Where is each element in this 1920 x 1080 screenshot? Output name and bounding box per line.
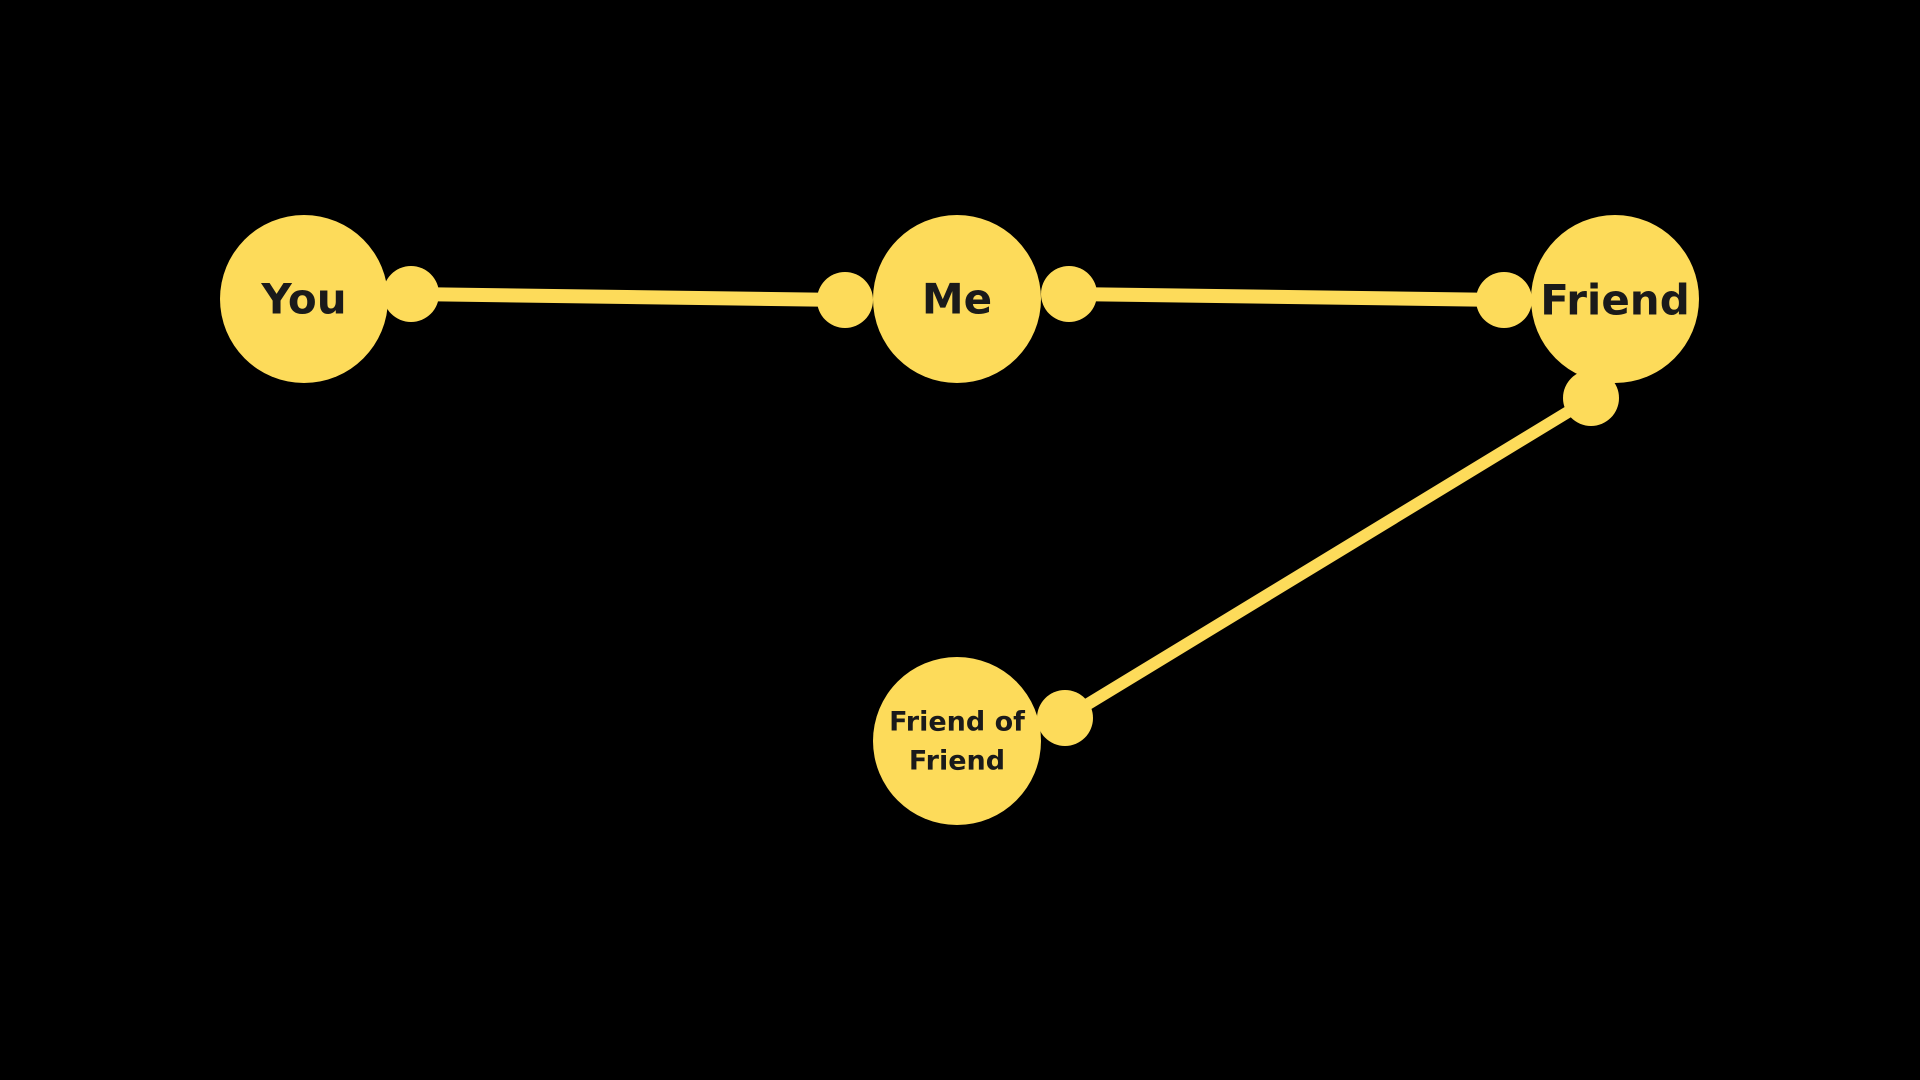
node-circle xyxy=(873,215,1041,383)
node-circle xyxy=(873,657,1041,825)
node-label: You xyxy=(260,275,346,324)
connector-dot-me-left[interactable] xyxy=(817,272,873,328)
node-circle xyxy=(1531,215,1699,383)
edge-me-friend xyxy=(1062,287,1511,307)
node-label-line-2: Friend xyxy=(909,746,1005,777)
node-label: Me xyxy=(922,275,992,324)
connector-dot-you-right[interactable] xyxy=(383,266,439,322)
connector-dot-me-right[interactable] xyxy=(1041,266,1097,322)
node-label: Friend xyxy=(1540,276,1690,325)
node-friend[interactable]: Friend xyxy=(1531,215,1699,383)
node-me[interactable]: Me xyxy=(873,215,1041,383)
node-label-line-1: Friend of xyxy=(889,707,1025,738)
connector-dot-friend-of-friend-right[interactable] xyxy=(1037,690,1093,746)
node-circle xyxy=(220,215,388,383)
edge-you-me xyxy=(404,287,852,307)
connector-dot-friend-bottom[interactable] xyxy=(1563,370,1619,426)
connector-dot-friend-left[interactable] xyxy=(1476,272,1532,328)
edge-friend-friend-of-friend xyxy=(1059,392,1597,724)
node-you[interactable]: You xyxy=(220,215,388,383)
node-friend-of-friend[interactable]: Friend of Friend xyxy=(873,657,1041,825)
